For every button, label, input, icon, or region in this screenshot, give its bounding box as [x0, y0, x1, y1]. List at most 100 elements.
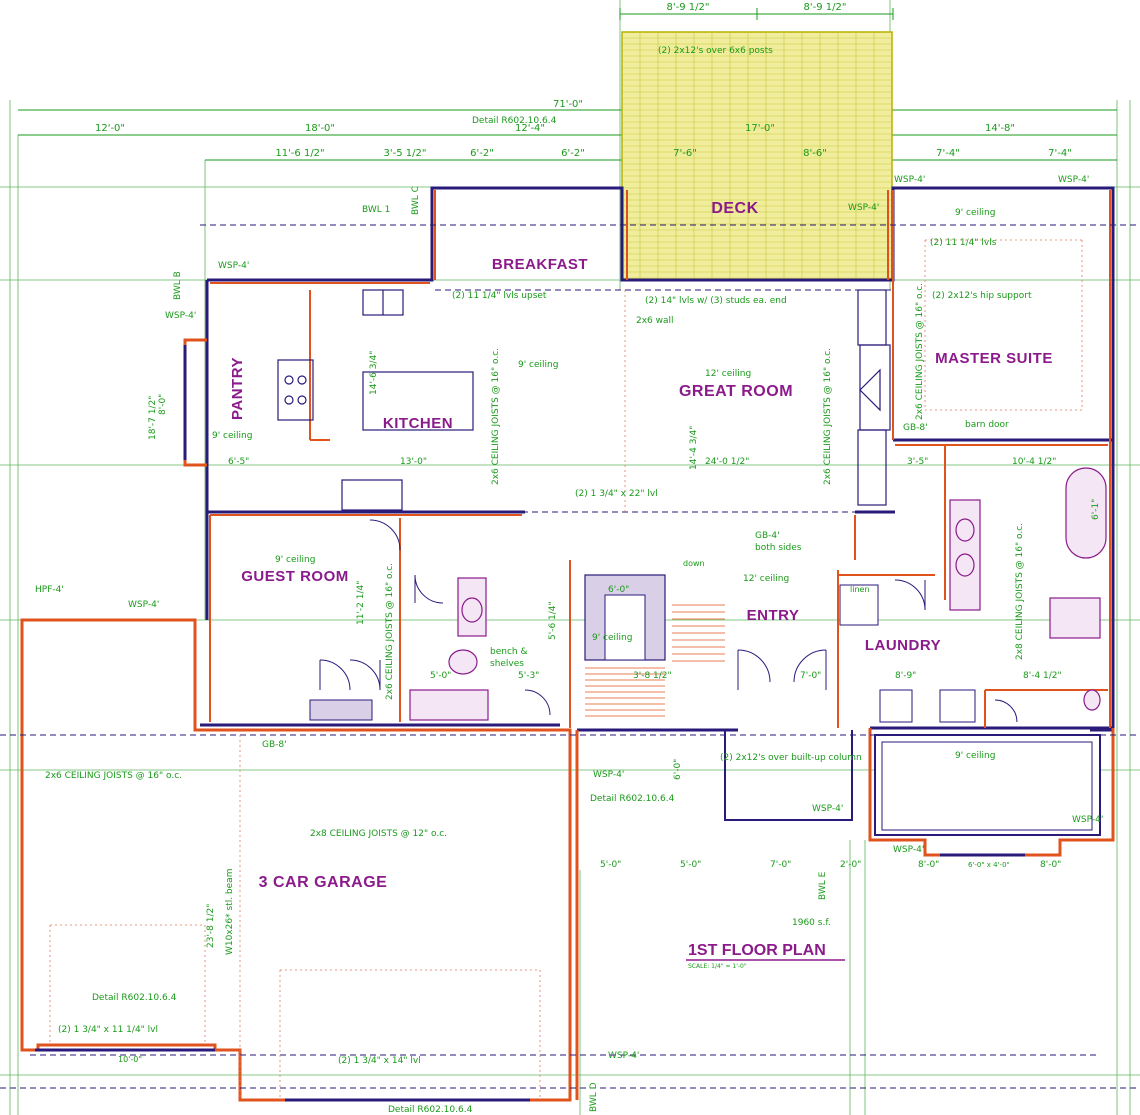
dim-garage-10: 10'-0" [118, 1055, 142, 1064]
note-detail-top: Detail R602.10.6.4 [472, 116, 557, 126]
dim-bot-7: 7'-0" [770, 860, 791, 870]
dim-bot-5b: 5'-0" [680, 860, 701, 870]
dim-7-4a: 7'-4" [936, 148, 960, 159]
wsp-label: WSP-4' [218, 261, 249, 271]
dim-master-10-4: 10'-4 1/2" [1012, 457, 1056, 467]
range [277, 359, 314, 421]
room-breakfast: BREAKFAST [492, 256, 588, 273]
dim-great-24: 24'-0 1/2" [705, 457, 749, 467]
dim-bay-8a: 8'-0" [918, 860, 939, 870]
shower [1049, 597, 1101, 639]
note-steel-beam: W10x26* stl. beam [225, 869, 235, 955]
note-bwl-b: BWL B [173, 271, 183, 300]
note-entry-ceiling: 12' ceiling [743, 574, 789, 584]
note-joists-great-left: 2x6 CEILING JOISTS @ 16" o.c. [491, 348, 501, 485]
toilet [448, 649, 478, 675]
dim-6-2b: 6'-2" [561, 148, 585, 159]
dryer [939, 689, 976, 723]
wsp-label: WSP-4' [812, 804, 843, 814]
note-bwl-d: BWL D [589, 1082, 599, 1112]
note-joists-master: 2x6 CEILING JOISTS @ 16" o.c. [915, 283, 925, 420]
master-bay [874, 734, 1101, 836]
note-joists-master-bath: 2x8 CEILING JOISTS @ 16" o.c. [1015, 523, 1025, 660]
dim-12: 12'-0" [95, 123, 125, 134]
wsp-labels: WSP-4' WSP-4' WSP-4' WSP-4' WSP-4' WSP-4' WSP-… [128, 175, 1103, 1061]
note-detail-garage: Detail R602.10.6.4 [92, 993, 177, 1003]
note-deck-posts: (2) 2x12's over 6x6 posts [658, 46, 773, 56]
beam-dotted [49, 239, 1083, 1100]
note-stair-ceiling: 9' ceiling [592, 633, 632, 643]
note-down: down [683, 559, 705, 568]
note-lvl-garage-door: (2) 1 3/4" x 14" lvl [338, 1056, 421, 1066]
plan-scale: SCALE: 1/4" = 1'-0" [688, 963, 747, 970]
plan-title: 1ST FLOOR PLAN [688, 942, 826, 959]
note-gb4: GB-4' [755, 531, 780, 541]
wsp-label: WSP-4' [893, 845, 924, 855]
dim-14-8: 14'-8" [985, 123, 1015, 134]
plan-area: 1960 s.f. [792, 918, 831, 928]
wsp-label: WSP-4' [894, 175, 925, 185]
note-bench: bench & [490, 647, 528, 657]
dim-master-3-5: 3'-5" [907, 457, 928, 467]
dim-3-5: 3'-5 1/2" [384, 148, 427, 159]
dim-18: 18'-0" [305, 123, 335, 134]
laundry-appliances [309, 584, 1101, 836]
dimension-lines-top [18, 8, 1117, 161]
note-linen: linen [850, 585, 870, 594]
freestanding-tub [1065, 467, 1107, 559]
room-kitchen: KITCHEN [383, 415, 453, 432]
wsp-label: WSP-4' [608, 1051, 639, 1061]
dim-bot-5a: 5'-0" [600, 860, 621, 870]
dim-11-6: 11'-6 1/2" [275, 148, 324, 159]
dim-overall: 71'-0" [553, 99, 583, 110]
room-entry: ENTRY [747, 607, 800, 624]
note-gb8-master: GB-8' [903, 423, 928, 433]
linen-closet [839, 584, 879, 626]
dim-8-6: 8'-6" [803, 148, 827, 159]
note-detail-entry: Detail R602.10.6.4 [590, 794, 675, 804]
dim-bath-5-3: 5'-3" [518, 671, 539, 681]
dim-garage-23: 23'-8 1/2" [206, 904, 216, 948]
note-hpf: HPF-4' [35, 585, 64, 595]
kitchen-island [362, 371, 474, 431]
dim-stair-3-8: 3'-8 1/2" [633, 671, 672, 681]
note-barn-door: barn door [965, 420, 1009, 430]
stair [584, 574, 725, 717]
note-9-ceiling-master: 9' ceiling [955, 208, 995, 218]
deck [621, 31, 893, 281]
room-laundry: LAUNDRY [865, 637, 941, 654]
dim-entry-7: 7'-0" [800, 671, 821, 681]
exterior-walls [20, 186, 1115, 1102]
dim-laundry-8-4: 8'-4 1/2" [1023, 671, 1062, 681]
dim-stair-6: 6'-0" [608, 585, 629, 595]
dim-kitchen-13: 13'-0" [400, 457, 427, 467]
washer [879, 689, 913, 723]
bath-fixtures [409, 467, 1107, 721]
dim-deck-right: 8'-9 1/2" [804, 2, 847, 13]
room-deck: DECK [711, 200, 758, 217]
note-12-ceiling-great: 12' ceiling [705, 369, 751, 379]
wsp-label: WSP-4' [128, 600, 159, 610]
note-column: (2) 2x12's over built-up column [720, 753, 862, 763]
dim-great-depth: 14'-4 3/4" [689, 426, 699, 470]
note-2x6-wall: 2x6 wall [636, 316, 674, 326]
dim-bot-2: 2'-0" [840, 860, 861, 870]
dim-window: 6'-0" x 4'-0" [968, 861, 1010, 869]
note-pantry-ceiling: 9' ceiling [212, 431, 252, 441]
wsp-label: WSP-4' [1072, 815, 1103, 825]
wsp-label: WSP-4' [1058, 175, 1089, 185]
wsp-label: WSP-4' [593, 770, 624, 780]
door-swings [319, 519, 1018, 723]
note-lvl-garage-left: (2) 1 3/4" x 11 1/4" lvl [58, 1025, 158, 1035]
note-bwl-e: BWL E [818, 871, 828, 900]
fireplace [859, 344, 891, 431]
dim-stair-5-6: 5'-6 1/4" [548, 601, 558, 640]
dim-bath-6-1: 6'-1" [1091, 499, 1101, 520]
dim-left-18: 18'-7 1/2" [148, 396, 158, 440]
note-joists-guest: 2x6 CEILING JOISTS @ 16" o.c. [385, 563, 395, 700]
interior-walls [209, 190, 1111, 728]
room-garage: 3 CAR GARAGE [259, 874, 388, 891]
note-gb8-garage: GB-8' [262, 740, 287, 750]
bathtub [409, 689, 489, 721]
note-9-ceiling-kitchen: 9' ceiling [518, 360, 558, 370]
